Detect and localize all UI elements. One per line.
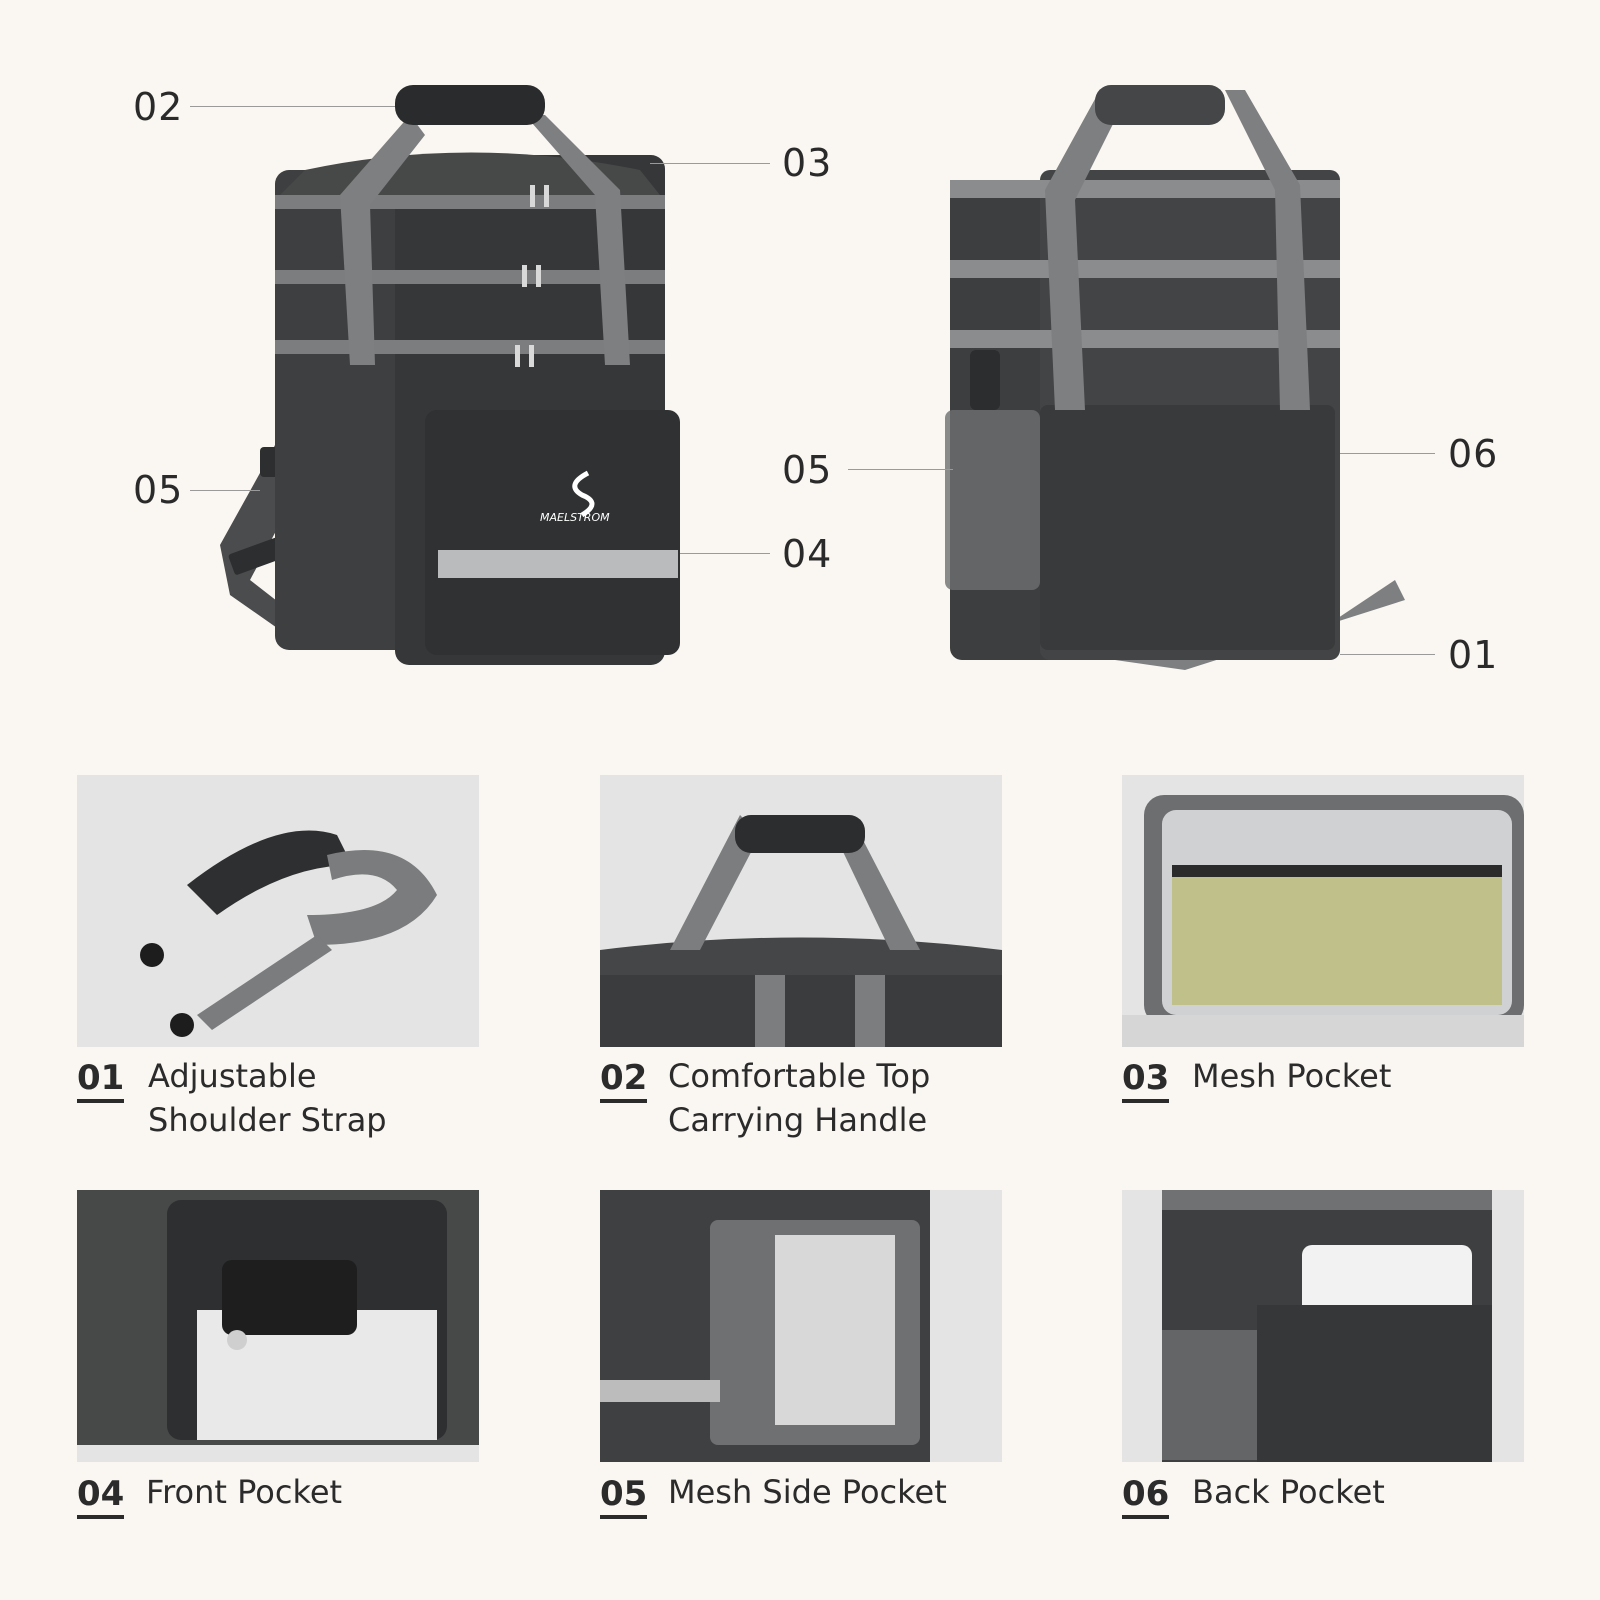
leader-line	[190, 106, 395, 107]
leader-line	[680, 553, 770, 554]
feature-label: Front Pocket	[146, 1473, 343, 1511]
feature-label: Comfortable Top Carrying Handle	[668, 1057, 931, 1139]
feature-number: 04	[77, 1475, 125, 1520]
leader-line	[1340, 654, 1435, 655]
callout-right-06: 06	[1448, 432, 1499, 476]
leader-line	[190, 490, 260, 491]
feature-label: Mesh Pocket	[1192, 1057, 1392, 1095]
callout-right-05: 05	[782, 448, 833, 492]
feature-number: 06	[1122, 1475, 1170, 1520]
feature-image-mesh-pocket	[1122, 775, 1524, 1047]
feature-number: 02	[600, 1059, 648, 1104]
feature-image-front-pocket	[77, 1190, 479, 1462]
bag-front-view: MAELSTROM	[210, 75, 690, 665]
feature-label: Adjustable Shoulder Strap	[148, 1057, 387, 1139]
feature-label: Mesh Side Pocket	[668, 1473, 947, 1511]
feature-number: 05	[600, 1475, 648, 1520]
feature-image-shoulder-strap	[77, 775, 479, 1047]
feature-image-side-pocket	[600, 1190, 1002, 1462]
leader-line	[650, 163, 770, 164]
feature-number: 01	[77, 1059, 125, 1104]
callout-left-04: 04	[782, 532, 833, 576]
callout-right-01: 01	[1448, 633, 1499, 677]
bag-back-view	[935, 80, 1415, 680]
feature-number: 03	[1122, 1059, 1170, 1104]
feature-image-top-handle	[600, 775, 1002, 1047]
leader-line	[848, 469, 953, 470]
feature-label: Back Pocket	[1192, 1473, 1385, 1511]
callout-left-03: 03	[782, 141, 833, 185]
feature-image-back-pocket	[1122, 1190, 1524, 1462]
leader-line	[1340, 453, 1435, 454]
callout-left-05: 05	[133, 468, 184, 512]
callout-left-02: 02	[133, 85, 184, 129]
brand-logo-text: MAELSTROM	[540, 511, 610, 524]
